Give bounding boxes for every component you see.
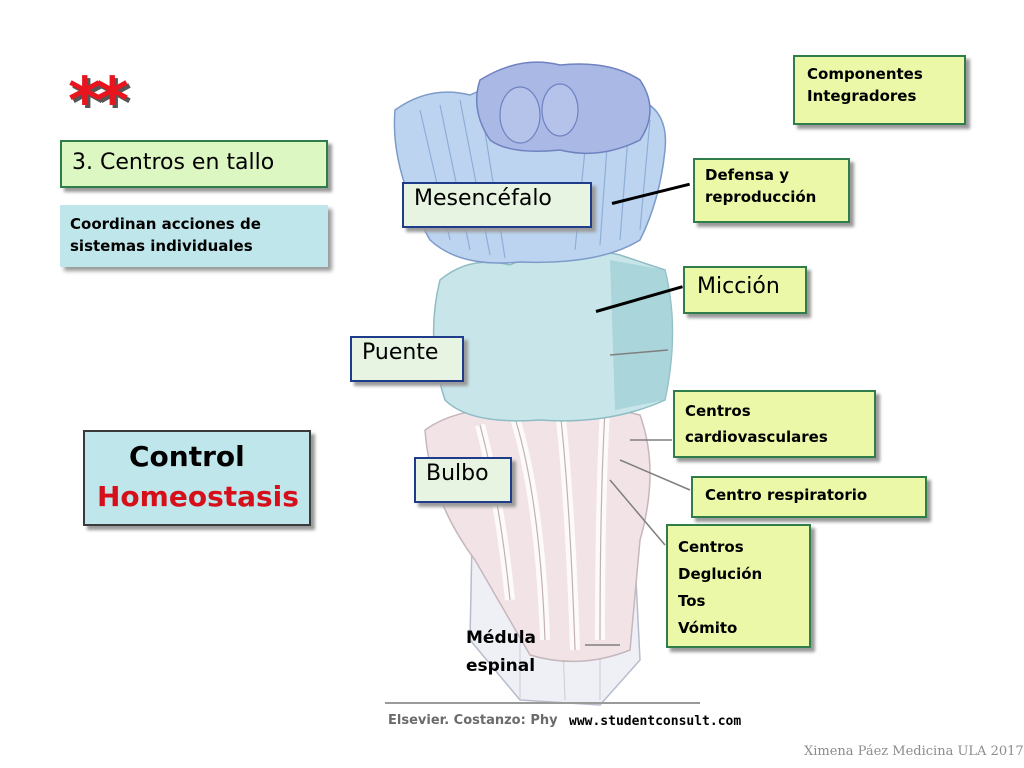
control-homeostasis-box: Control Homeostasis [83, 430, 311, 526]
mesencefalo-label: Mesencéfalo [402, 182, 592, 228]
cardiovascular-box: Centros cardiovasculares [673, 390, 876, 458]
bulbo-label: Bulbo [414, 457, 512, 503]
source-credit: Elsevier. Costanzo: Phy [388, 713, 558, 728]
deglucion-line4: Vómito [678, 619, 738, 637]
respiratorio-text: Centro respiratorio [705, 486, 868, 504]
homeostasis-label: Homeostasis [97, 480, 299, 513]
miccion-text: Micción [697, 274, 780, 299]
cardio-line2: cardiovasculares [685, 428, 828, 446]
puente-label: Puente [350, 336, 464, 382]
cardio-line1: Centros [685, 402, 751, 420]
footer-credit: Ximena Páez Medicina ULA 2017 [804, 744, 1024, 759]
medula-espinal-label: Médula espinal [466, 624, 536, 680]
section-title: 3. Centros en tallo [72, 150, 275, 175]
control-label: Control [129, 440, 245, 473]
medula-line1: Médula [466, 628, 537, 648]
components-box: Componentes Integradores [793, 55, 966, 125]
section-title-box: 3. Centros en tallo [60, 140, 328, 188]
defensa-line1: Defensa y [705, 166, 790, 184]
subtitle-text: Coordinan acciones de sistemas individua… [70, 215, 261, 255]
deglucion-line1: Centros [678, 538, 744, 556]
subtitle-box: Coordinan acciones de sistemas individua… [60, 205, 328, 267]
components-line1: Componentes [807, 65, 923, 83]
defensa-line2: reproducción [705, 188, 817, 206]
miccion-box: Micción [683, 266, 807, 314]
components-line2: Integradores [807, 87, 917, 105]
importance-stars: ** [68, 65, 129, 139]
deglucion-line3: Tos [678, 592, 706, 610]
deglucion-box: Centros Deglución Tos Vómito [666, 524, 811, 648]
source-credit-text: Elsevier. Costanzo: Phy [388, 713, 558, 728]
defensa-reproduccion-box: Defensa y reproducción [693, 158, 850, 223]
respiratorio-box: Centro respiratorio [691, 476, 927, 518]
website-link[interactable]: www.studentconsult.com [569, 714, 742, 729]
medula-line2: espinal [466, 656, 536, 676]
deglucion-line2: Deglución [678, 565, 763, 583]
